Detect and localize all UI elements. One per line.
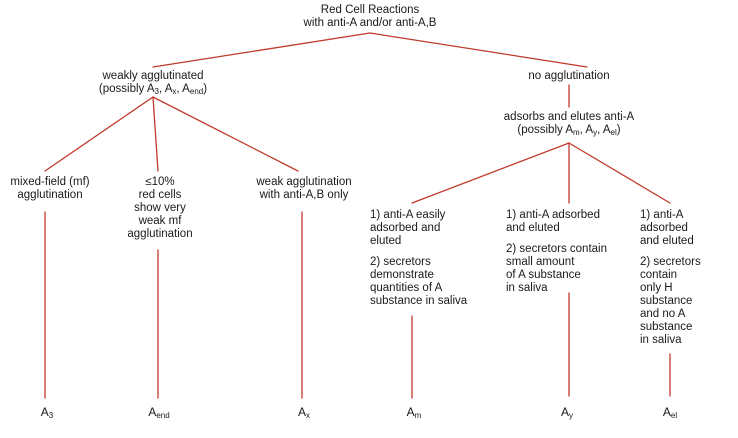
node-am-description: 1) anti-A easily adsorbed and eluted 2) … [370,209,467,316]
leaf-ay: Ay [560,405,574,420]
node-weak-anti-ab: weak agglutination with anti-A,B only [256,176,351,202]
ael-para-2: 2) secretors contain only H substance an… [640,256,701,347]
ten-line-1: ≤10% [145,176,175,188]
weak-line-1: weakly agglutinated [102,70,204,82]
root-line-2: with anti-A and/or anti-A,B [303,17,437,29]
ael-para-1: 1) anti-A adsorbed and eluted [640,209,701,248]
leaf-aend: Aend [148,405,170,420]
edge-root-weak [152,32,371,68]
ten-line-2: red cells [138,189,182,201]
ael-p1-line-1: 1) anti-A [640,209,684,221]
node-adsorbs-elutes: adsorbs and elutes anti-A (possibly Am, … [504,111,634,137]
am-para-1: 1) anti-A easily adsorbed and eluted [370,209,467,248]
edge-root-none [369,32,588,68]
node-ael-description: 1) anti-A adsorbed and eluted 2) secreto… [640,209,701,355]
ay-para-1: 1) anti-A adsorbed and eluted [506,209,607,235]
leaf-a3: A3 [40,405,54,420]
root-line-1: Red Cell Reactions [320,4,420,16]
ael-p2-line-5: and no A [640,308,686,320]
ay-p2-line-4: in saliva [506,282,548,294]
ael-p2-line-4: substance [640,295,693,307]
edge-weak-ten [152,96,159,172]
am-p2-line-4: substance in saliva [370,295,468,307]
ay-p2-line-1: 2) secretors contain [506,243,607,255]
am-p1-line-3: eluted [370,235,402,247]
ay-para-2: 2) secretors contain small amount of A s… [506,243,607,295]
ten-line-3: show very [134,202,186,214]
leaf-am: Am [406,405,422,420]
none-line-1: no agglutination [528,70,610,82]
ten-line-4: weak mf [138,215,182,227]
ten-line-5: agglutination [127,228,193,240]
weakab-line-1: weak agglutination [256,176,352,188]
am-p2-line-2: demonstrate [370,269,434,281]
am-p2-line-3: quantities of A [370,282,443,294]
ael-p2-line-6: substance [640,321,693,333]
am-para-2: 2) secretors demonstrate quantities of A… [370,256,467,308]
am-p2-line-1: 2) secretors [370,256,431,268]
ael-p1-line-3: and eluted [640,235,694,247]
ael-p2-line-3: only H [640,282,673,294]
weakab-line-2: with anti-A,B only [259,189,349,201]
mixed-line-2: agglutination [17,189,83,201]
ael-p1-line-2: adsorbed [640,222,688,234]
adsorbs-line-1: adsorbs and elutes anti-A [503,111,635,123]
node-weakly-agglutinated: weakly agglutinated (possibly A3, Ax, Ae… [99,70,207,96]
edge-weak-mixed [44,96,154,172]
ay-p2-line-3: of A substance [506,269,581,281]
leaf-ael: Ael [662,405,678,420]
am-p1-line-1: 1) anti-A easily [370,209,446,221]
mixed-line-1: mixed-field (mf) [10,176,90,188]
adsorbs-line-2: (possibly Am, Ay, Ael) [517,124,621,137]
edge-adsorbs-ael [568,142,671,204]
weak-line-2: (possibly A3, Ax, Aend) [98,83,208,96]
node-mixed-field: mixed-field (mf) agglutination [10,176,89,202]
node-no-agglutination: no agglutination [528,70,609,83]
ay-p2-line-2: small amount [506,256,575,268]
ael-p2-line-2: contain [640,269,678,281]
node-root: Red Cell Reactions with anti-A and/or an… [304,4,437,30]
leaf-ax: Ax [297,405,311,420]
edge-adsorbs-am [411,142,570,204]
ael-p2-line-1: 2) secretors [640,256,701,268]
ael-p2-line-7: in saliva [640,334,682,346]
edge-weak-weakab [152,96,299,172]
node-ay-description: 1) anti-A adsorbed and eluted 2) secreto… [506,209,607,303]
ay-p1-line-1: 1) anti-A adsorbed [506,209,600,221]
ay-p1-line-2: and eluted [506,222,560,234]
am-p1-line-2: adsorbed and [370,222,441,234]
node-ten-percent: ≤10% red cells show very weak mf aggluti… [127,176,192,241]
